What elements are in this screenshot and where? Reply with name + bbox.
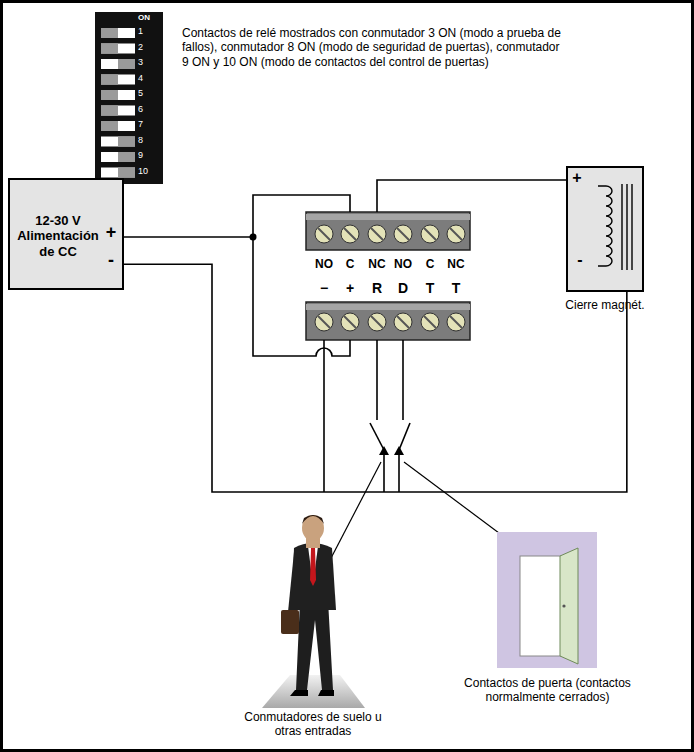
dip-switch	[95, 12, 163, 184]
polarity-label: +	[104, 222, 118, 244]
polarity-label: +	[570, 168, 584, 187]
dip-switch-label: 1	[138, 26, 158, 37]
terminal-label: T	[414, 280, 446, 297]
node-caption: Cierre magnét.	[556, 298, 654, 312]
terminal-label: NO	[308, 257, 340, 271]
terminal-label: NC	[440, 257, 472, 271]
dip-switch-label: 4	[138, 73, 158, 84]
dip-switch-label: 6	[138, 104, 158, 115]
dip-switch-label: 10	[138, 166, 158, 177]
terminal-label: NC	[361, 257, 393, 271]
dip-switch-label: 3	[138, 57, 158, 68]
node-text: 12-30 V Alimentación de CC	[14, 213, 102, 260]
leader-line	[330, 462, 381, 560]
wire-connector	[124, 264, 627, 492]
caption: Contactos de puerta (contactos normalmen…	[445, 676, 650, 705]
switch-pivot	[394, 446, 404, 455]
dip-switch-label: ON	[138, 13, 160, 23]
switch-pivot	[379, 446, 389, 455]
dip-switch-label: 9	[138, 150, 158, 161]
polarity-label: -	[104, 250, 118, 272]
terminal-label: NO	[387, 257, 419, 271]
relay-terminal-block	[306, 212, 470, 250]
terminal-label: +	[334, 280, 366, 297]
dip-switch-label: 8	[138, 135, 158, 146]
junction-dot	[250, 234, 257, 241]
terminal-label: R	[361, 280, 393, 297]
dip-switch-label: 2	[138, 42, 158, 53]
caption: Conmutadores de suelo u otras entradas	[238, 710, 388, 739]
input-terminal-block	[306, 302, 470, 340]
terminal-label: −	[308, 280, 340, 297]
terminal-label: T	[440, 280, 472, 297]
note-text: Contactos de relé mostrados con conmutad…	[182, 26, 567, 69]
person-figure	[262, 515, 365, 708]
polarity-label: -	[573, 250, 587, 269]
dip-switch-label: 5	[138, 88, 158, 99]
wires	[123, 180, 566, 492]
terminal-label: C	[334, 257, 366, 271]
terminal-label: D	[387, 280, 419, 297]
door-figure	[497, 532, 597, 668]
coil-symbol	[598, 174, 638, 284]
terminal-label: C	[414, 257, 446, 271]
dip-switch-label: 7	[138, 119, 158, 130]
